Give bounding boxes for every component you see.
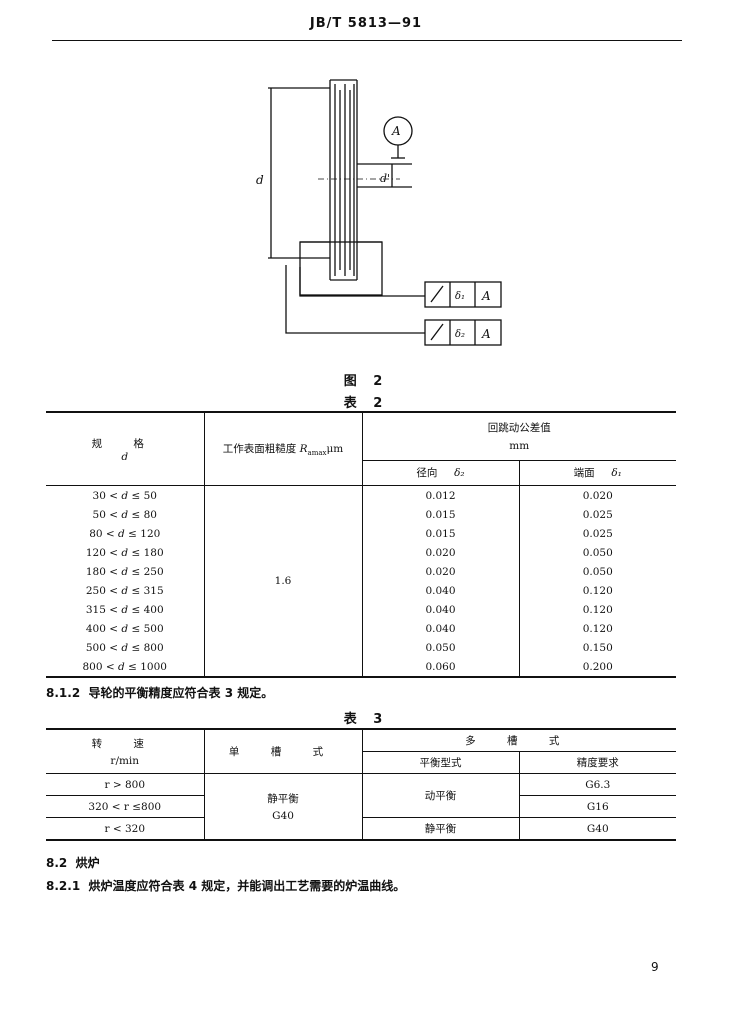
table-row: 80 < d ≤ 120 0.015 0.025: [46, 524, 676, 543]
table3-caption: 表 3: [343, 712, 389, 727]
grade-cell: G16: [519, 795, 676, 818]
table-row: 250 < d ≤ 315 0.040 0.120: [46, 581, 676, 600]
face-value-cell: 0.020: [582, 489, 613, 502]
face-value-cell: 0.120: [582, 584, 613, 597]
radial-value-cell: 0.040: [362, 581, 520, 600]
face-value-cell: 0.200: [582, 660, 613, 673]
face-value-cell: 0.120: [582, 622, 613, 635]
face-value-cell: 0.050: [582, 546, 613, 559]
table-row: 180 < d ≤ 250 0.020 0.050: [46, 562, 676, 581]
spec-range-cell: 30 < d ≤ 50: [46, 485, 205, 505]
radial-value-cell: 0.050: [362, 638, 520, 657]
grade-cell: G40: [586, 822, 609, 835]
radial-value-cell: 0.020: [362, 562, 520, 581]
tolerance-header: 回跳动公差值 mm: [362, 412, 676, 461]
face-value-cell: 0.025: [582, 508, 613, 521]
radial-value-cell: 0.060: [362, 657, 520, 677]
radial-value-cell: 0.020: [362, 543, 520, 562]
gauge-label: A: [391, 124, 401, 138]
table-row: 120 < d ≤ 180 0.020 0.050: [46, 543, 676, 562]
static-balance-cell: 静平衡: [362, 817, 520, 840]
diameter-label: d: [256, 173, 264, 187]
table-row: 315 < d ≤ 400 0.040 0.120: [46, 600, 676, 619]
spec-range-cell: 50 < d ≤ 80: [46, 505, 205, 524]
frame2-datum: A: [481, 327, 491, 341]
radial-value-cell: 0.012: [362, 485, 520, 505]
roughness-cell: 1.6: [204, 485, 363, 677]
measurement-diagram: d d' A δ₁ A δ₂ A: [256, 79, 502, 346]
balance-type-header: 平衡型式: [362, 751, 520, 774]
speed-cell: 320 < r ≤800: [46, 795, 205, 818]
table-row: 400 < d ≤ 500 0.040 0.120: [46, 619, 676, 638]
offset-label: d': [380, 172, 390, 185]
table-balance-precision: 转 速 r/min 单 槽 式 多 槽 式 平衡型式 精度要求 r > 800 …: [46, 728, 676, 841]
table-runout-tolerance: 规 格 d 工作表面粗糙度 Ramaxμm 回跳动公差值 mm 径向 δ₂ 端面…: [46, 411, 676, 678]
face-value-cell: 0.150: [582, 641, 613, 654]
spec-range-cell: 180 < d ≤ 250: [46, 562, 205, 581]
precision-header: 精度要求: [519, 751, 676, 774]
radial-value-cell: 0.040: [362, 619, 520, 638]
page-number: 9: [651, 960, 659, 974]
speed-cell: r > 800: [46, 773, 205, 796]
face-header: 端面 δ₁: [519, 460, 676, 487]
face-value-cell: 0.120: [582, 603, 613, 616]
spec-header: 规 格 d: [46, 412, 205, 486]
spec-range-cell: 400 < d ≤ 500: [46, 619, 205, 638]
radial-value-cell: 0.015: [362, 505, 520, 524]
header-rule: [52, 40, 682, 41]
spec-range-cell: 120 < d ≤ 180: [46, 543, 205, 562]
spec-range-cell: 250 < d ≤ 315: [46, 581, 205, 600]
face-value-cell: 0.050: [582, 565, 613, 578]
spec-range-cell: 800 < d ≤ 1000: [46, 657, 205, 677]
speed-header: 转 速 r/min: [46, 729, 205, 774]
table-row: 800 < d ≤ 1000 0.060 0.200: [46, 657, 676, 677]
radial-header: 径向 δ₂: [362, 460, 520, 487]
roughness-header: 工作表面粗糙度 Ramaxμm: [204, 412, 363, 486]
table-row: 500 < d ≤ 800 0.050 0.150: [46, 638, 676, 657]
spec-range-cell: 500 < d ≤ 800: [46, 638, 205, 657]
spec-range-cell: 315 < d ≤ 400: [46, 600, 205, 619]
dynamic-balance-cell: 动平衡: [362, 773, 520, 818]
grade-cell: G6.3: [519, 773, 676, 796]
table-row: 50 < d ≤ 80 0.015 0.025: [46, 505, 676, 524]
table2-caption: 表 2: [343, 396, 389, 411]
frame1-datum: A: [481, 289, 491, 303]
radial-value-cell: 0.015: [362, 524, 520, 543]
section-8-2: 8.2 烘炉: [46, 856, 100, 870]
face-value-cell: 0.025: [582, 527, 613, 540]
spec-range-cell: 80 < d ≤ 120: [46, 524, 205, 543]
para-8-2-1: 8.2.1 烘炉温度应符合表 4 规定，并能调出工艺需要的炉温曲线。: [46, 879, 406, 893]
frame2-delta: δ₂: [455, 329, 465, 340]
figure-caption: 图 2: [343, 374, 389, 389]
single-groove-header: 单 槽 式: [204, 729, 363, 774]
para-8-1-2: 8.1.2 导轮的平衡精度应符合表 3 规定。: [46, 686, 274, 700]
single-groove-cell: 静平衡 G40: [204, 773, 363, 840]
speed-cell: r < 320: [46, 817, 205, 840]
multi-groove-header: 多 槽 式: [362, 729, 676, 752]
frame1-delta: δ₁: [455, 291, 465, 302]
document-code: JB/T 5813—91: [309, 16, 423, 31]
radial-value-cell: 0.040: [362, 600, 520, 619]
